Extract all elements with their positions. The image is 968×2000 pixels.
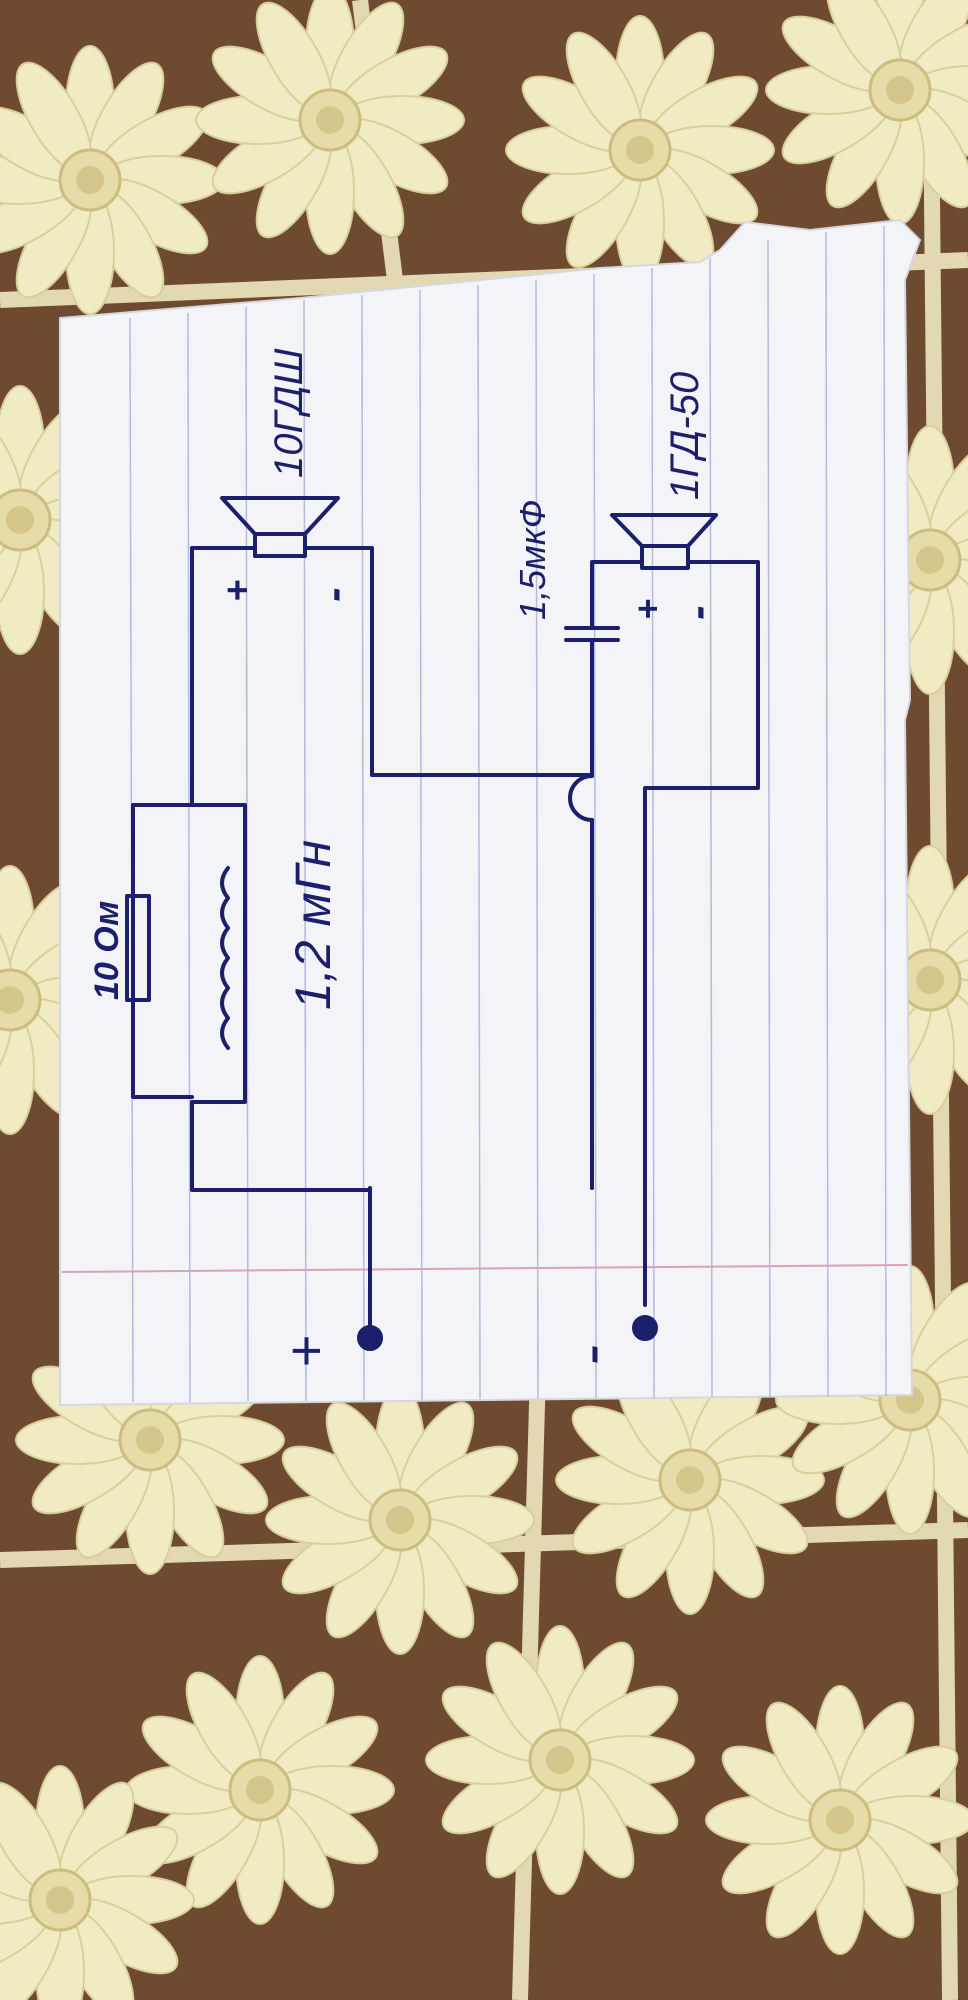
input-plus-label: + [274, 1335, 337, 1368]
terminal-plus-dot [357, 1325, 383, 1351]
resistor-label: 10 Ом [88, 901, 126, 1000]
wire-filter-to-tweeter [190, 546, 257, 807]
woofer-symbol [610, 513, 718, 570]
wire-filter-outer [190, 803, 247, 1104]
wire-resistor-loop [131, 803, 194, 1099]
tweeter-symbol [220, 496, 340, 558]
margin-line [61, 1264, 909, 1273]
wire-woofer-minus [643, 560, 760, 1307]
input-minus-label: - [554, 1345, 626, 1366]
tweeter-label: 10ГДШ [267, 348, 311, 478]
woofer-plus-label: + [627, 599, 668, 620]
woofer-minus-label: - [673, 605, 722, 620]
terminal-minus-dot [632, 1315, 658, 1341]
wire-crossover-hop [568, 774, 594, 822]
paper-sheet [59, 218, 922, 1407]
tweeter-minus-label: - [309, 587, 358, 602]
tweeter-plus-label: + [217, 580, 259, 602]
wire-tweeter-minus [303, 546, 594, 777]
resistor-symbol [125, 894, 151, 1002]
wire-capacitor-to-woofer [590, 560, 644, 630]
capacitor-label: 1,5мкФ [512, 500, 553, 620]
inductor-coil [220, 866, 230, 1050]
crossover-schematic [125, 496, 760, 1351]
ruled-lines [129, 225, 887, 1403]
woofer-label: 1ГД-50 [663, 372, 707, 500]
inductor-label: 1,2 мГн [285, 840, 341, 1010]
